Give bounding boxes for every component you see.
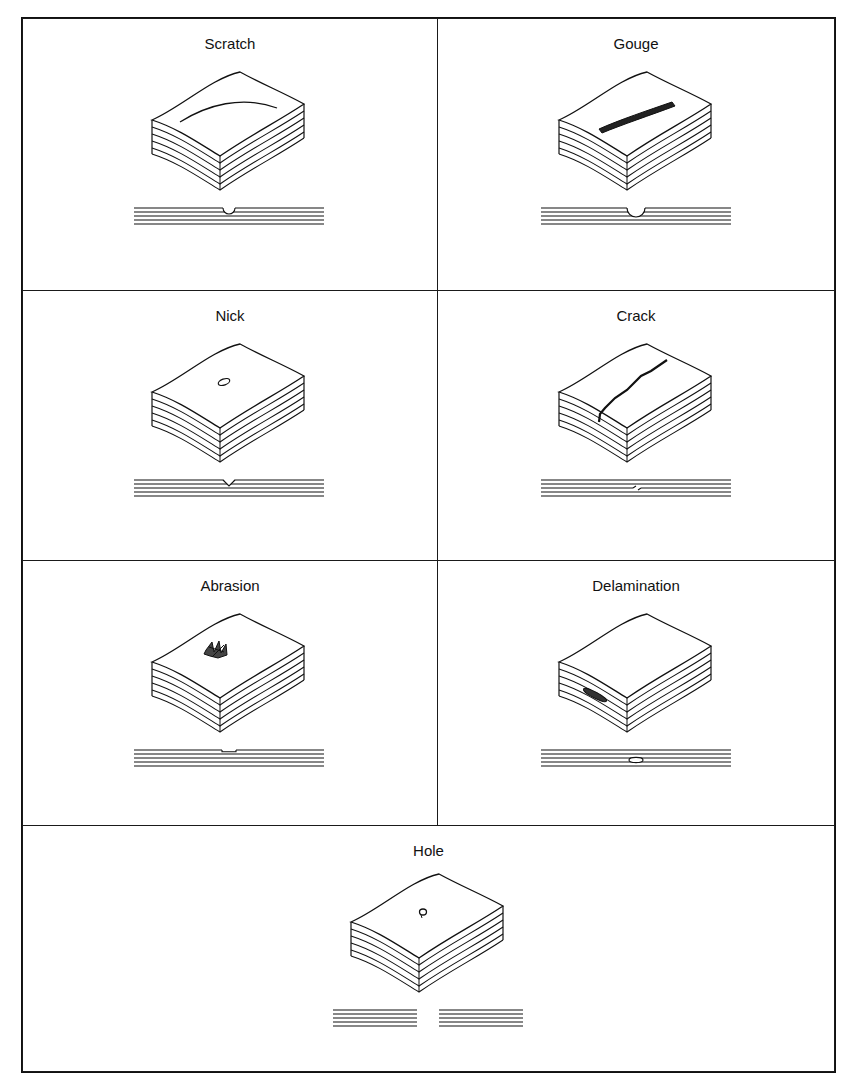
damage-panel: Nick — [22, 290, 438, 561]
panel-heading: Scratch — [202, 35, 259, 53]
laminate-section — [541, 207, 731, 224]
damage-panel: Gouge — [437, 18, 835, 291]
laminate-section — [333, 1008, 523, 1028]
laminate-section — [134, 207, 324, 224]
panel-heading: Gouge — [610, 35, 661, 53]
laminate-block — [559, 72, 711, 190]
laminate-block — [351, 874, 503, 992]
laminate-section — [541, 480, 731, 496]
panel-heading: Hole — [410, 842, 447, 860]
laminate-block — [152, 614, 304, 732]
damage-panel: Scratch — [22, 18, 438, 291]
outer-frame — [22, 18, 835, 1072]
laminate-block — [559, 344, 711, 462]
laminate-block — [152, 344, 304, 462]
damage-panel: Abrasion — [22, 560, 438, 826]
damage-panel: Hole — [22, 825, 835, 1072]
damage-panel: Delamination — [437, 560, 835, 826]
panel-heading: Delamination — [589, 577, 683, 595]
laminate-section — [134, 479, 324, 496]
laminate-block — [152, 72, 304, 190]
laminate-section — [541, 750, 731, 766]
panel-heading: Abrasion — [197, 577, 262, 595]
laminate-block — [559, 614, 711, 732]
panel-heading: Nick — [212, 307, 247, 325]
damage-panel: Crack — [437, 290, 835, 561]
panel-heading: Crack — [613, 307, 658, 325]
laminate-section — [134, 749, 324, 767]
